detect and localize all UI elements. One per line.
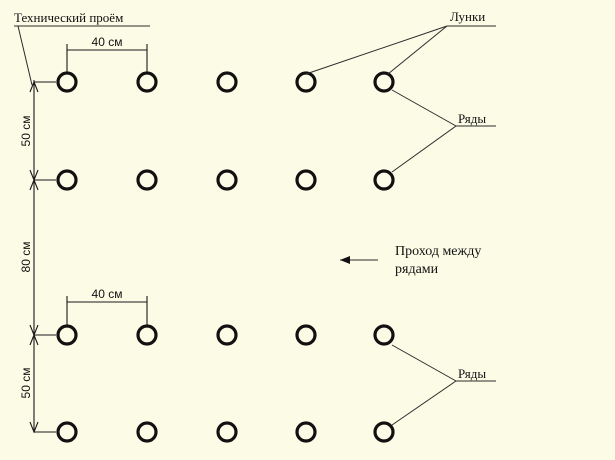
rows-bottom-label: Ряды [458,366,486,381]
planting-hole [216,324,238,346]
rows-top-leader-2 [391,125,457,173]
dimension-spacing-top: 40 см [66,35,148,72]
planting-hole [216,421,238,443]
passage-label-line2: рядами [395,262,439,277]
planting-hole [56,169,78,191]
rows-top-leader-1 [391,89,457,127]
spacing-bottom-label: 40 см [92,287,123,301]
rows-bottom-leader-2 [391,380,457,426]
holes-grid [56,71,395,443]
planting-hole [56,71,78,93]
planting-hole [136,421,158,443]
planting-hole [56,324,78,346]
planting-hole [136,71,158,93]
planting-hole [295,421,317,443]
dimension-spacing-bottom: 40 см [66,287,148,325]
spacing-top-label: 40 см [92,35,123,49]
planting-hole [295,71,317,93]
holes-leader-1 [305,25,448,75]
planting-hole [295,169,317,191]
planting-hole [373,421,395,443]
passage-arrow-icon [340,256,378,264]
planting-hole [136,169,158,191]
holes-label: Лунки [450,9,485,24]
technical-gap-label: Технический проём [14,10,123,25]
rows-top-label: Ряды [458,111,486,126]
planting-hole [373,71,395,93]
row-gap-bottom-label: 50 см [19,368,33,399]
planting-hole [216,169,238,191]
planting-hole [295,324,317,346]
planting-hole [56,421,78,443]
passage-width-label: 80 см [19,242,33,273]
passage-label-line1: Проход между [395,244,481,259]
planting-hole [216,71,238,93]
vertical-dimension-line [29,80,56,434]
rows-bottom-leader-1 [391,344,457,382]
planting-hole [373,324,395,346]
planting-hole [373,169,395,191]
technical-gap-leader [17,25,33,86]
holes-leader-2 [387,25,448,75]
planting-hole [136,324,158,346]
row-gap-top-label: 50 см [19,116,33,147]
